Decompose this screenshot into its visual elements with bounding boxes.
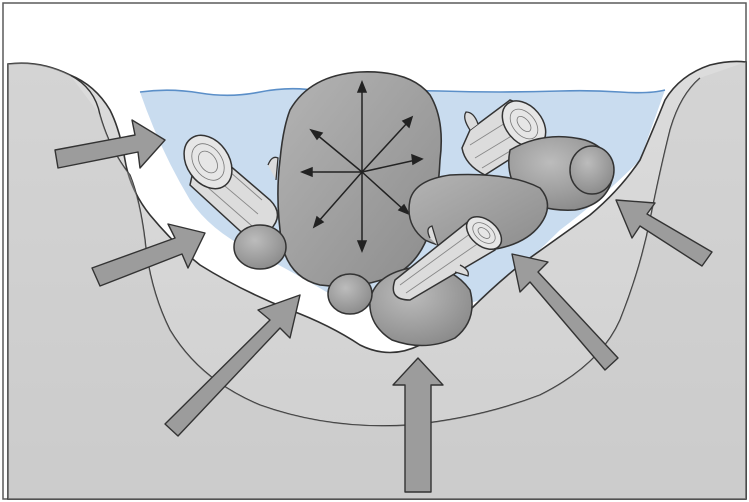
expansion-arrows-icon xyxy=(299,79,424,254)
pressure-arrow-icon xyxy=(392,357,444,493)
boulder-icon xyxy=(327,273,373,315)
channel-inner-shade xyxy=(8,62,746,499)
boulder-icon xyxy=(569,145,615,195)
pressure-arrow-icon xyxy=(511,253,619,371)
upper-right-log xyxy=(461,99,547,176)
left-log xyxy=(183,134,279,241)
pressure-arrow-icon xyxy=(164,294,301,437)
log-end-icon xyxy=(183,134,233,190)
middle-right-boulder xyxy=(408,173,549,252)
pressure-arrow-icon xyxy=(615,199,713,267)
lower-log xyxy=(392,215,503,301)
pressure-arrow-icon xyxy=(91,223,206,287)
log-end-icon xyxy=(465,215,503,251)
pressure-arrow-icon xyxy=(54,119,166,169)
central-boulder xyxy=(277,71,443,288)
boulder-icon xyxy=(233,224,287,270)
